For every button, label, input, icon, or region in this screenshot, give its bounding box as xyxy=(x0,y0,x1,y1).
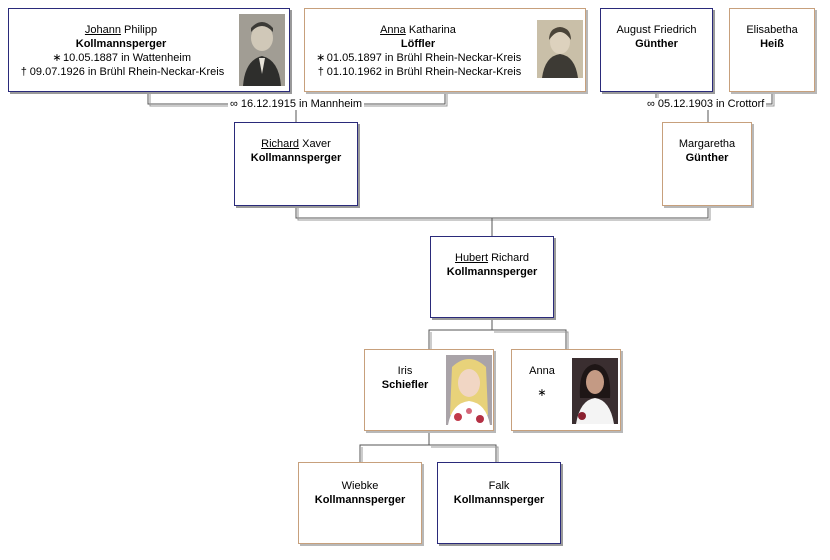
death-icon: † xyxy=(20,66,27,78)
person-card-johann[interactable]: Johann Philipp Kollmannsperger ∗10.05.18… xyxy=(8,8,290,92)
portrait-photo xyxy=(572,358,618,424)
birth-event: ∗01.05.1897 in Brühl Rhein-Neckar-Kreis xyxy=(316,52,522,64)
surname: Löffler xyxy=(400,38,436,50)
surname: Kollmannsperger xyxy=(250,152,342,164)
child-link-falk xyxy=(429,444,497,462)
given-name: Johann Philipp xyxy=(84,24,158,36)
person-card-richard[interactable]: Richard Xaver Kollmannsperger xyxy=(234,122,358,206)
surname: Kollmannsperger xyxy=(446,266,538,278)
birth-icon: ∗ xyxy=(52,52,62,64)
marriage-icon: ∞ xyxy=(230,98,238,110)
death-icon: † xyxy=(317,66,324,78)
person-card-elisabetha[interactable]: Elisabetha Heiß xyxy=(729,8,815,92)
person-card-anna-katharina[interactable]: Anna Katharina Löffler ∗01.05.1897 in Br… xyxy=(304,8,586,92)
given-name: August Friedrich xyxy=(616,24,697,36)
given-name: Wiebke xyxy=(341,480,379,492)
marriage-date: 05.12.1903 in Crottorf xyxy=(654,98,765,110)
given-name: Richard Xaver xyxy=(261,138,331,150)
surname: Günther xyxy=(685,152,729,164)
surname: Schiefler xyxy=(381,379,429,391)
surname: Kollmannsperger xyxy=(75,38,167,50)
person-card-margaretha[interactable]: Margaretha Günther xyxy=(662,122,752,206)
person-card-august[interactable]: August Friedrich Günther xyxy=(600,8,713,92)
surname: Kollmannsperger xyxy=(314,494,406,506)
child-link-wiebke xyxy=(359,431,430,462)
marriage-date: 16.12.1915 in Mannheim xyxy=(237,98,362,110)
birth-icon: ∗ xyxy=(316,52,326,64)
person-card-falk[interactable]: Falk Kollmannsperger xyxy=(437,462,561,544)
death-event: †09.07.1926 in Brühl Rhein-Neckar-Kreis xyxy=(9,65,233,79)
person-card-hubert[interactable]: Hubert Richard Kollmannsperger xyxy=(430,236,554,318)
marriage-label-1: ∞ 16.12.1915 in Mannheim xyxy=(228,98,364,110)
given-name: Elisabetha xyxy=(746,24,798,36)
portrait-photo xyxy=(239,14,285,86)
surname: Kollmannsperger xyxy=(453,494,545,506)
marriage-label-2: ∞ 05.12.1903 in Crottorf xyxy=(645,98,767,110)
death-event: †01.10.1962 in Brühl Rhein-Neckar-Kreis xyxy=(305,65,531,79)
portrait-photo xyxy=(537,20,583,78)
person-card-wiebke[interactable]: Wiebke Kollmannsperger xyxy=(298,462,422,544)
person-card-iris[interactable]: Iris Schiefler xyxy=(364,349,494,431)
person-card-anna[interactable]: Anna ∗ xyxy=(511,349,621,431)
birth-event: ∗10.05.1887 in Wattenheim xyxy=(52,52,191,64)
surname: Heiß xyxy=(760,38,784,50)
given-name: Anna Katharina xyxy=(380,24,456,36)
given-name: Hubert Richard xyxy=(455,252,529,264)
portrait-photo xyxy=(446,355,492,425)
birth-icon: ∗ xyxy=(537,387,547,399)
marriage-connector-3 xyxy=(295,205,709,219)
spouse-link-anna xyxy=(492,329,567,349)
given-name: Iris xyxy=(397,365,413,377)
given-name: Margaretha xyxy=(678,138,736,150)
surname: Günther xyxy=(635,38,678,50)
given-name: Anna xyxy=(529,365,555,377)
spouse-link-iris xyxy=(428,318,493,349)
given-name: Falk xyxy=(488,480,510,492)
marriage-icon: ∞ xyxy=(647,98,655,110)
birth-event: ∗ xyxy=(512,386,572,400)
